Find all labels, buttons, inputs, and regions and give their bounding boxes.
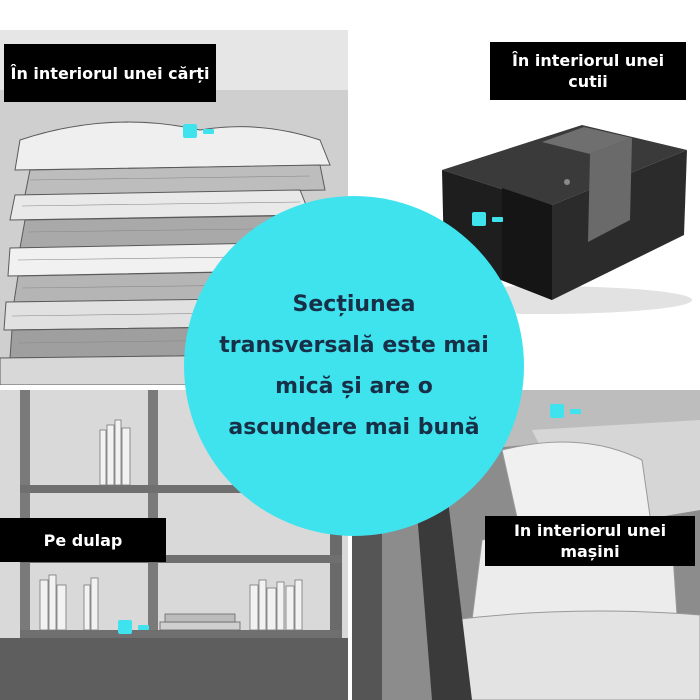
label-inside-box: În interiorul unei cutii (490, 42, 686, 100)
center-circle: Secțiunea transversală este mai mică și … (184, 196, 524, 536)
label-inside-car: In interiorul unei mașini (485, 516, 695, 566)
center-message: Secțiunea transversală este mai mică și … (219, 292, 489, 440)
label-inside-book: În interiorul unei cărți (4, 44, 216, 102)
label-on-shelf: Pe dulap (0, 518, 166, 562)
box-photo (352, 30, 700, 385)
